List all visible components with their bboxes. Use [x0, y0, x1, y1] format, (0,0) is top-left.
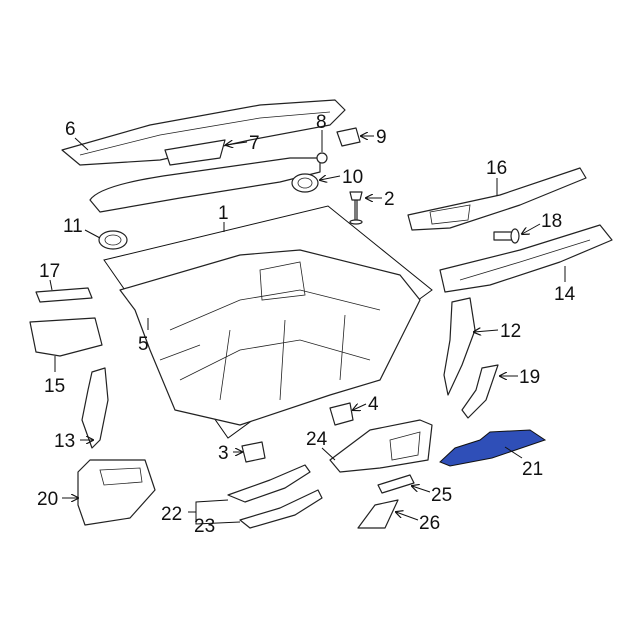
part-1-dash-panel-frame [103, 205, 433, 439]
callout-17: 17 [39, 261, 60, 282]
callout-3: 3 [218, 443, 229, 464]
callout-12: 12 [500, 321, 521, 342]
callout-20: 20 [37, 489, 58, 510]
callout-11: 11 [63, 216, 83, 237]
callout-24: 24 [306, 429, 328, 450]
callout-23: 23 [194, 516, 215, 537]
callout-6: 6 [65, 119, 76, 140]
callout-15: 15 [44, 376, 65, 397]
callout-4: 4 [368, 394, 379, 415]
callout-19: 19 [519, 367, 540, 388]
callout-9: 9 [376, 127, 387, 148]
part-20-knee-panel [77, 459, 156, 526]
part-6-upper-trim [61, 99, 346, 166]
part-18-fastener [493, 228, 520, 244]
callout-18: 18 [541, 211, 562, 232]
callout-13: 13 [54, 431, 75, 452]
part-24-lower-panel [329, 419, 433, 473]
callout-8: 8 [316, 112, 327, 133]
callout-16: 16 [486, 158, 507, 179]
part-23-bracket [239, 489, 323, 529]
callout-26: 26 [419, 513, 440, 534]
callout-25: 25 [431, 485, 452, 506]
part-17-trim [35, 287, 93, 303]
callout-5: 5 [138, 334, 149, 355]
part-3-switch [241, 441, 266, 463]
callout-10: 10 [342, 167, 363, 188]
part-8-bracket [316, 152, 328, 164]
callout-14: 14 [554, 284, 576, 305]
part-13-side-panel [81, 367, 109, 449]
part-25-bracket [377, 474, 415, 494]
part-14-lower-panel [439, 224, 613, 293]
part-22-bracket [227, 464, 311, 503]
part-15-end-panel [29, 317, 103, 357]
part-4-switch [329, 402, 354, 426]
part-10-vent-ring [291, 173, 319, 193]
part-9-clip [336, 127, 361, 147]
callout-1: 1 [218, 203, 229, 224]
callout-7: 7 [249, 133, 260, 154]
callout-21: 21 [522, 459, 543, 480]
callout-22: 22 [161, 504, 182, 525]
part-11-vent-ring [98, 230, 128, 250]
part-7-upper-panel [89, 139, 321, 213]
callout-labels: 1 2 3 4 5 6 7 8 9 10 11 12 13 14 15 16 1… [37, 112, 576, 537]
callout-2: 2 [384, 189, 395, 210]
part-21-glove-box-liner-highlighted [439, 429, 547, 467]
part-19-trim [461, 364, 499, 419]
part-12-trim-panel [443, 297, 476, 396]
leader-lines [49, 130, 566, 525]
part-2-bolt [349, 191, 363, 225]
part-26-panel [357, 499, 399, 529]
part-16-upper-trim [407, 167, 587, 231]
